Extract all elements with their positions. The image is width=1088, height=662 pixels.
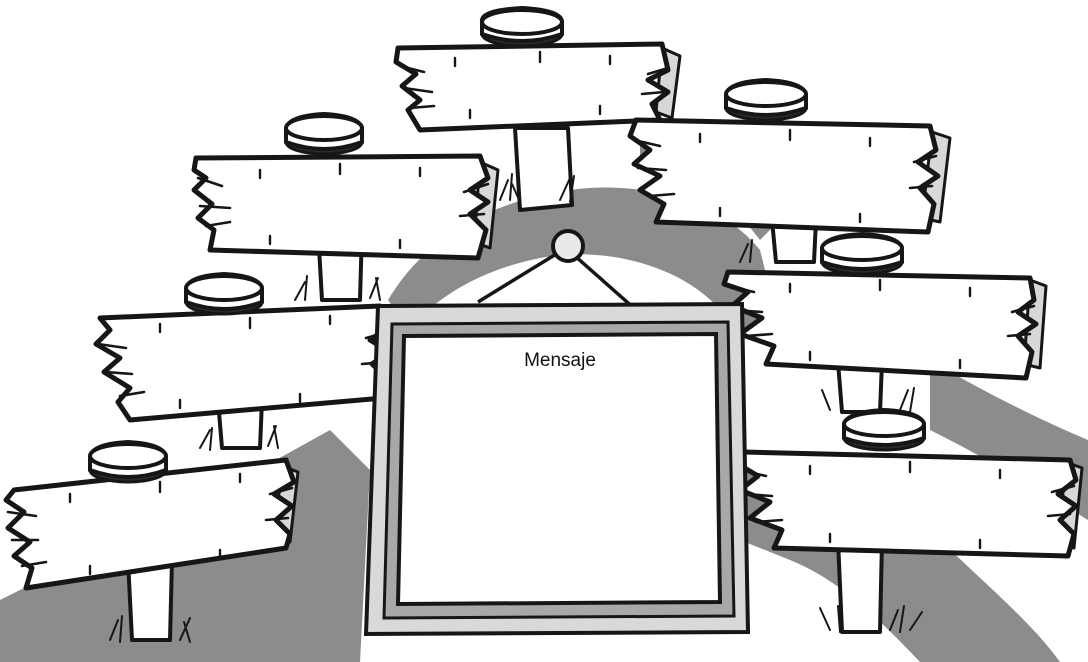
signboard-upper-right <box>630 80 950 232</box>
message-panel <box>398 334 720 604</box>
hanging-knob <box>553 231 583 261</box>
signboard-top <box>396 8 680 130</box>
signboard-upper-left <box>194 114 498 258</box>
signboard-middle-right <box>724 234 1046 378</box>
message-label: Mensaje <box>524 350 596 371</box>
